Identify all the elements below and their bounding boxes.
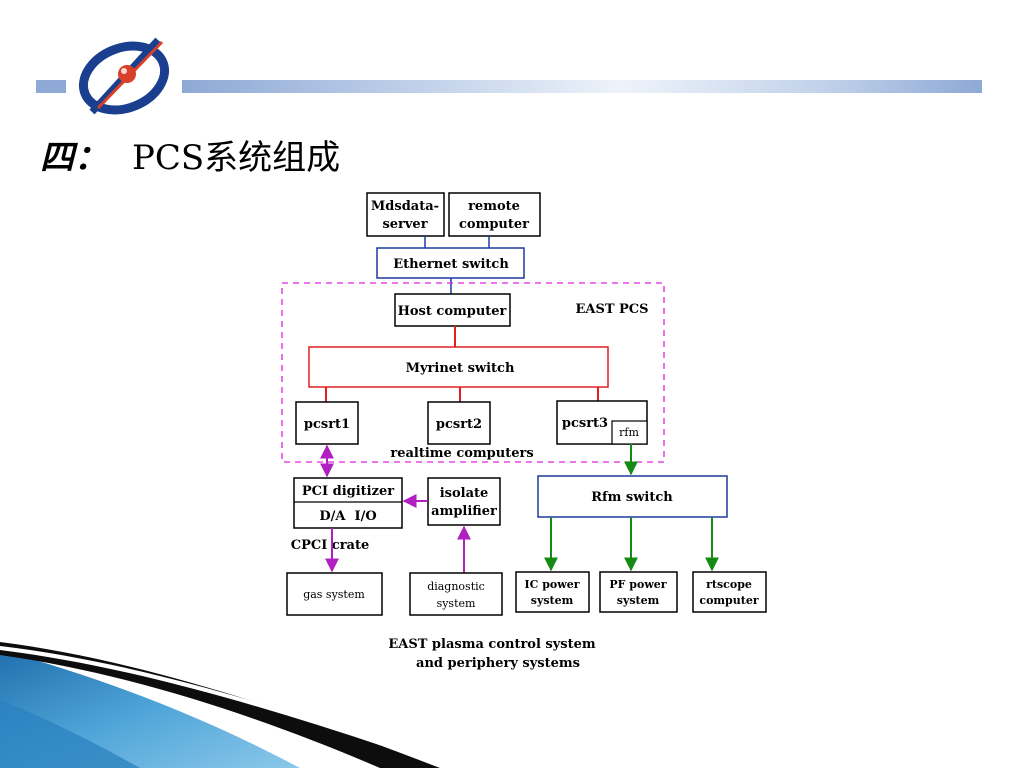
mdsdata-server-box: Mdsdata- server	[366, 192, 445, 237]
pcsrt1-box: pcsrt1	[295, 401, 359, 445]
diagnostic-label-2: system	[437, 597, 476, 610]
rtscope-label-1: rtscope	[706, 578, 752, 591]
pcsrt2-box: pcsrt2	[427, 401, 491, 445]
ic-power-system-box: IC power system	[515, 571, 590, 613]
cpci-crate-box: PCI digitizer D/A I/O	[293, 477, 403, 529]
rfm-switch-box: Rfm switch	[537, 475, 728, 518]
ic-power-label-2: system	[531, 594, 574, 607]
header-bar-left	[36, 80, 66, 93]
title-text: PCS系统组成	[132, 138, 341, 178]
pcsrt2-label: pcsrt2	[436, 417, 482, 432]
isolate-label-2: amplifier	[431, 504, 497, 519]
myrinet-switch-label: Myrinet switch	[406, 361, 515, 376]
pf-power-label-1: PF power	[609, 578, 666, 591]
header-bar-right	[182, 80, 982, 93]
realtime-computers-label: realtime computers	[390, 446, 533, 461]
rfm-switch-label: Rfm switch	[591, 490, 673, 505]
ethernet-switch-box: Ethernet switch	[376, 247, 525, 279]
caption-line-2: and periphery systems	[416, 656, 580, 671]
east-pcs-region	[281, 282, 665, 463]
diagnostic-label-1: diagnostic	[427, 580, 485, 593]
diagnostic-system-box: diagnostic system	[409, 572, 503, 616]
mdsdata-label-2: server	[382, 217, 427, 232]
pcsrt3-box: pcsrt3 rfm	[556, 400, 648, 445]
rfm-label: rfm	[619, 426, 639, 439]
pcsrt1-label: pcsrt1	[304, 417, 350, 432]
pf-power-system-box: PF power system	[599, 571, 678, 613]
logo-icon	[78, 37, 170, 115]
gas-system-label: gas system	[303, 588, 365, 601]
caption-line-1: EAST plasma control system	[388, 637, 596, 652]
pf-power-label-2: system	[617, 594, 660, 607]
rtscope-computer-box: rtscope computer	[692, 571, 767, 613]
da-io-label: D/A I/O	[319, 509, 376, 524]
header-decoration	[36, 37, 982, 115]
ic-power-label-1: IC power	[524, 578, 579, 591]
slide-title: 四： PCS系统组成	[40, 130, 340, 179]
host-computer-label: Host computer	[398, 304, 507, 319]
isolate-amplifier-box: isolate amplifier	[427, 477, 501, 526]
ethernet-switch-label: Ethernet switch	[393, 257, 509, 272]
cpci-crate-label: CPCI crate	[291, 538, 370, 553]
east-pcs-label: EAST PCS	[575, 302, 648, 317]
rtscope-label-2: computer	[699, 594, 758, 607]
pcsrt3-label: pcsrt3	[562, 416, 608, 431]
title-prefix: 四：	[40, 138, 108, 178]
pci-digitizer-label: PCI digitizer	[302, 484, 394, 499]
remote-label-2: computer	[459, 217, 529, 232]
remote-label-1: remote	[468, 199, 520, 214]
gas-system-box: gas system	[286, 572, 383, 616]
myrinet-switch-box: Myrinet switch	[308, 346, 609, 388]
mdsdata-label-1: Mdsdata-	[371, 199, 439, 214]
host-computer-box: Host computer	[394, 293, 511, 327]
rfm-card	[611, 420, 648, 445]
remote-computer-box: remote computer	[448, 192, 541, 237]
isolate-label-1: isolate	[440, 486, 489, 501]
